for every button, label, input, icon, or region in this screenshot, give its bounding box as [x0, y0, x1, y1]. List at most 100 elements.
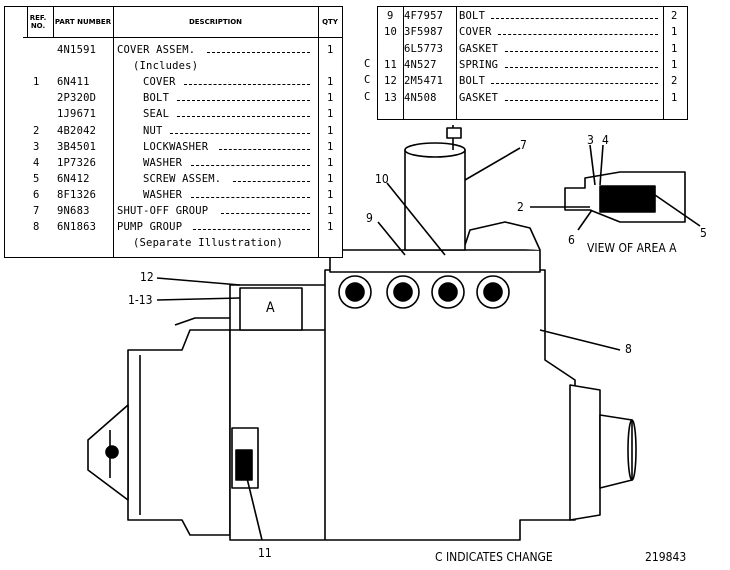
main-housing — [229, 269, 576, 541]
quantity: 2 — [671, 10, 678, 22]
part-number: 3F5987 — [404, 26, 444, 39]
leader-dash — [177, 100, 310, 102]
part-number: 6N412 — [57, 172, 90, 185]
part-number: 8F1326 — [57, 188, 97, 201]
quantity: 1 — [327, 156, 334, 169]
callout-11: 11 — [258, 546, 272, 560]
description: GASKET — [459, 42, 499, 55]
leader-dash — [505, 99, 658, 101]
part-number: 2P320D — [57, 92, 97, 105]
parts-table-left: REF. NO. PART NUMBER DESCRIPTION QTY C4N… — [4, 6, 343, 258]
callout-8: 8 — [625, 342, 632, 356]
callout-5: 5 — [700, 226, 707, 240]
leader-dash — [221, 213, 310, 214]
ref-number: 5 — [33, 172, 40, 185]
callout-3: 3 — [587, 133, 594, 147]
part-number: 4N1591 — [57, 44, 97, 56]
description: NUT — [143, 124, 163, 137]
area-a-cover — [239, 287, 303, 331]
shutoff-solenoid — [404, 149, 466, 251]
drawing-number: 219843 — [645, 550, 687, 564]
quantity: 1 — [327, 205, 334, 217]
ref-number: 2 — [33, 124, 40, 137]
callout-1-13: 1-13 — [128, 293, 153, 307]
ref-number: 13 — [384, 91, 398, 104]
callout-2: 2 — [517, 200, 524, 214]
quantity: 1 — [671, 26, 678, 39]
rear-housing — [127, 329, 231, 536]
shutoff-bracket — [464, 221, 541, 251]
part-number: 4N527 — [404, 58, 437, 71]
description: BOLT — [459, 75, 486, 88]
leader-dash — [191, 196, 310, 198]
change-flag: C — [364, 90, 371, 103]
leader-dash — [193, 229, 310, 231]
quantity: 1 — [327, 76, 334, 89]
part-number: 4F7957 — [404, 10, 444, 22]
leader-dash — [505, 66, 658, 68]
part-number: 6N411 — [57, 76, 90, 89]
description: SHUT-OFF GROUP — [117, 205, 209, 217]
header-description: DESCRIPTION — [113, 7, 318, 38]
quantity: 2 — [671, 75, 678, 88]
callout-7: 7 — [520, 138, 527, 152]
area-a-letter: A — [266, 300, 275, 316]
description: (Includes) — [133, 60, 199, 73]
leader-dash — [184, 84, 310, 86]
part-number: 6L5773 — [404, 42, 444, 55]
description: SCREW ASSEM. — [143, 172, 222, 185]
quantity: 1 — [327, 188, 334, 201]
part-number: 1J9671 — [57, 108, 97, 121]
ref-number: 3 — [33, 140, 40, 153]
description: BOLT — [459, 10, 486, 22]
part-number: 1P7326 — [57, 156, 97, 169]
header-ref-no: REF. NO. — [23, 7, 53, 38]
callout-6: 6 — [568, 233, 575, 247]
callout-9: 9 — [366, 211, 373, 225]
quantity: 1 — [327, 172, 334, 185]
ref-number: 11 — [384, 58, 398, 71]
quantity: 1 — [671, 58, 678, 71]
part-number: 6N1863 — [57, 221, 97, 234]
ref-number: 7 — [33, 205, 40, 217]
top-cover-plate — [329, 249, 541, 273]
quantity: 1 — [327, 140, 334, 153]
description: SPRING — [459, 58, 499, 71]
change-flag: C — [364, 57, 371, 70]
leader-dash — [233, 180, 310, 182]
description: WASHER — [143, 156, 183, 169]
quantity: 1 — [327, 221, 334, 234]
description: LOCKWASHER — [143, 140, 209, 153]
leader-dash — [177, 116, 310, 118]
change-flag: C — [364, 74, 371, 87]
part-number: 4N508 — [404, 91, 437, 104]
callout-4: 4 — [602, 133, 609, 147]
ref-number: 8 — [33, 221, 40, 234]
quantity: 1 — [327, 124, 334, 137]
description: COVER — [459, 26, 492, 39]
leader-dash — [207, 52, 310, 53]
ref-number: 9 — [387, 10, 394, 22]
change-note: C INDICATES CHANGE — [435, 550, 553, 564]
description: GASKET — [459, 91, 499, 104]
part-number: 9N683 — [57, 205, 90, 217]
ref-number: 12 — [384, 75, 398, 88]
part-number: 3B4501 — [57, 140, 97, 153]
part-number: 2M5471 — [404, 75, 444, 88]
header-qty: QTY — [318, 7, 342, 38]
quantity: 1 — [671, 42, 678, 55]
description: WASHER — [143, 188, 183, 201]
outlet-fittings — [338, 275, 510, 309]
quantity: 1 — [327, 108, 334, 121]
quantity: 1 — [327, 44, 334, 56]
description: BOLT — [143, 92, 170, 105]
part-number: 4B2042 — [57, 124, 97, 137]
leader-dash — [219, 148, 310, 150]
quantity: 1 — [671, 91, 678, 104]
ref-number: 10 — [384, 26, 398, 39]
leader-dash — [491, 83, 658, 85]
description: PUMP GROUP — [117, 221, 183, 234]
ref-number: 1 — [33, 76, 40, 89]
